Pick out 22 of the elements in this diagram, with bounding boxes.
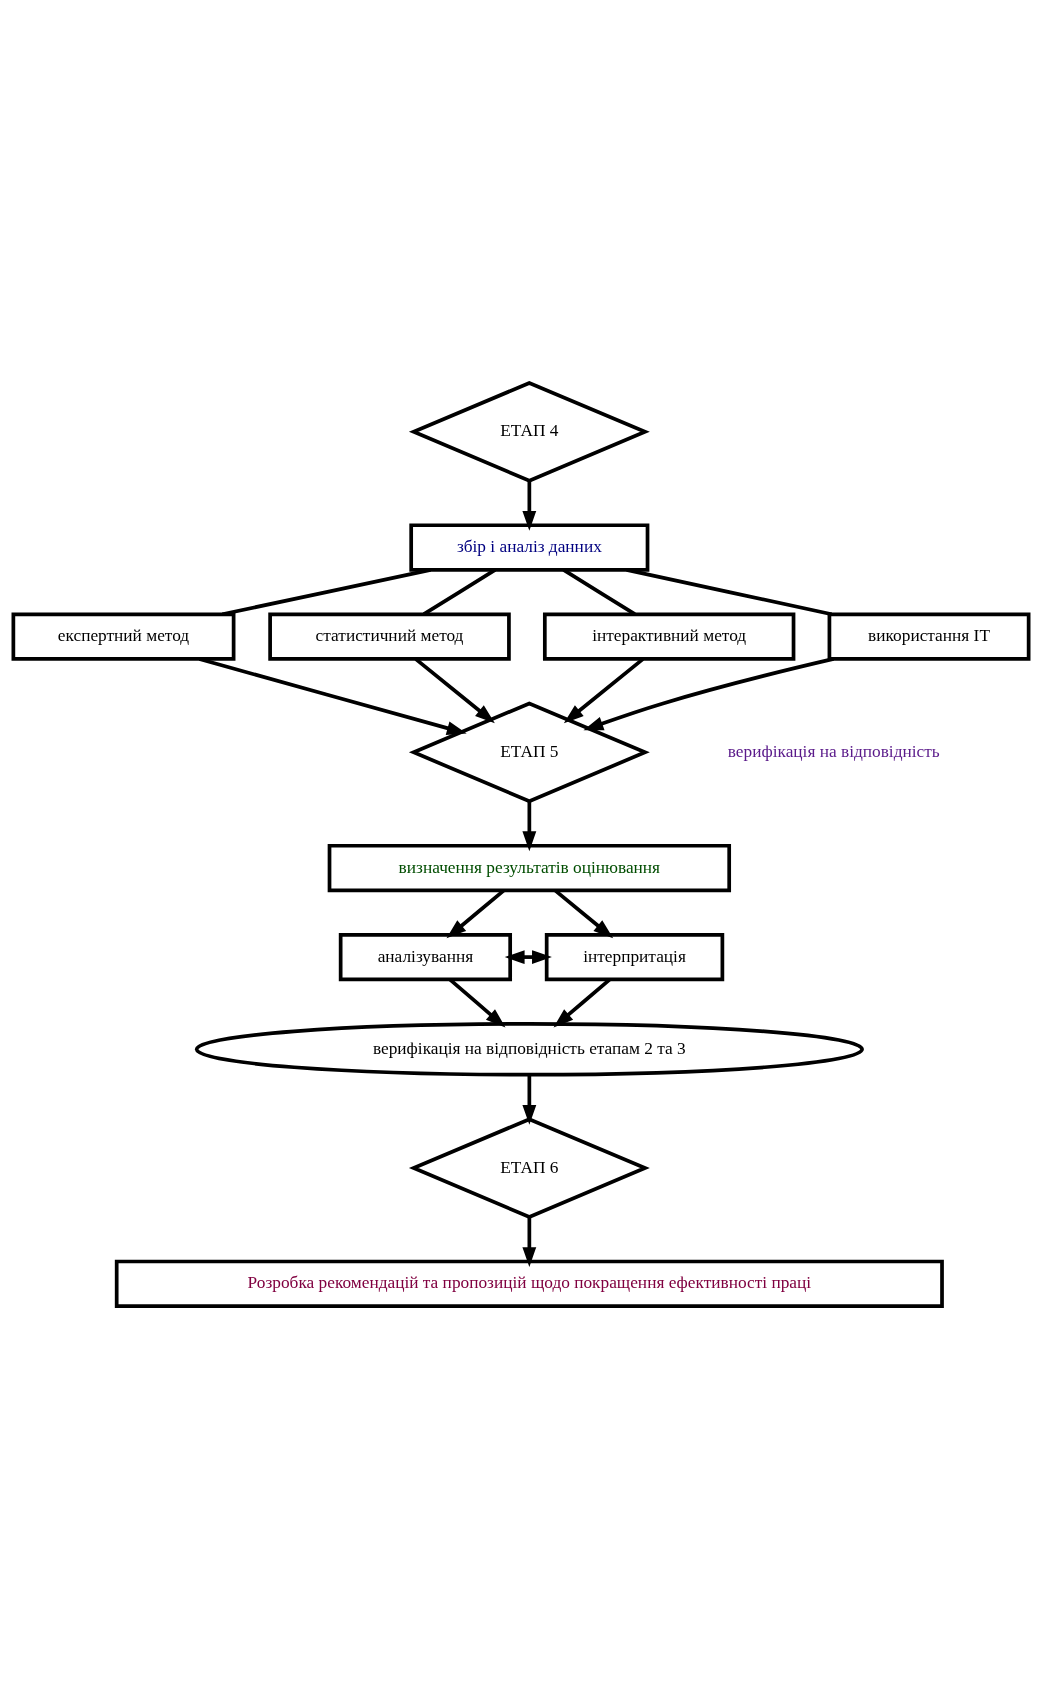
node-box: визначення результатів оцінювання: [327, 843, 732, 892]
node-diamond: ЕТАП 5: [408, 700, 650, 803]
node-box: експертний метод: [11, 612, 236, 661]
arrow: [522, 800, 537, 851]
node-box: аналізування: [338, 932, 513, 981]
node-box: використання IT: [827, 612, 1031, 661]
node-box: Розробка рекомендацій та пропозицій щодо покращення ефективності праці: [114, 1259, 944, 1308]
arrow: [522, 480, 537, 531]
node-box: статистичний метод: [268, 612, 511, 661]
node-ellipse: верифікація на відповідність етапам 2 та 3: [194, 1021, 864, 1076]
node-box: інтерпритація: [544, 932, 725, 981]
arrow: [504, 949, 552, 964]
label: верифікація на відповідність: [727, 741, 940, 761]
node-diamond: ЕТАП 6: [408, 1116, 650, 1219]
arrow: [563, 657, 645, 723]
arrow: [522, 1074, 537, 1125]
arrow: [414, 657, 495, 723]
node-box: інтерактивний метод: [542, 612, 796, 661]
arrow: [522, 1216, 537, 1267]
node-diamond: ЕТАП 4: [408, 380, 650, 483]
node-box: збір і аналіз данних: [409, 522, 650, 572]
arrow: [583, 656, 834, 730]
